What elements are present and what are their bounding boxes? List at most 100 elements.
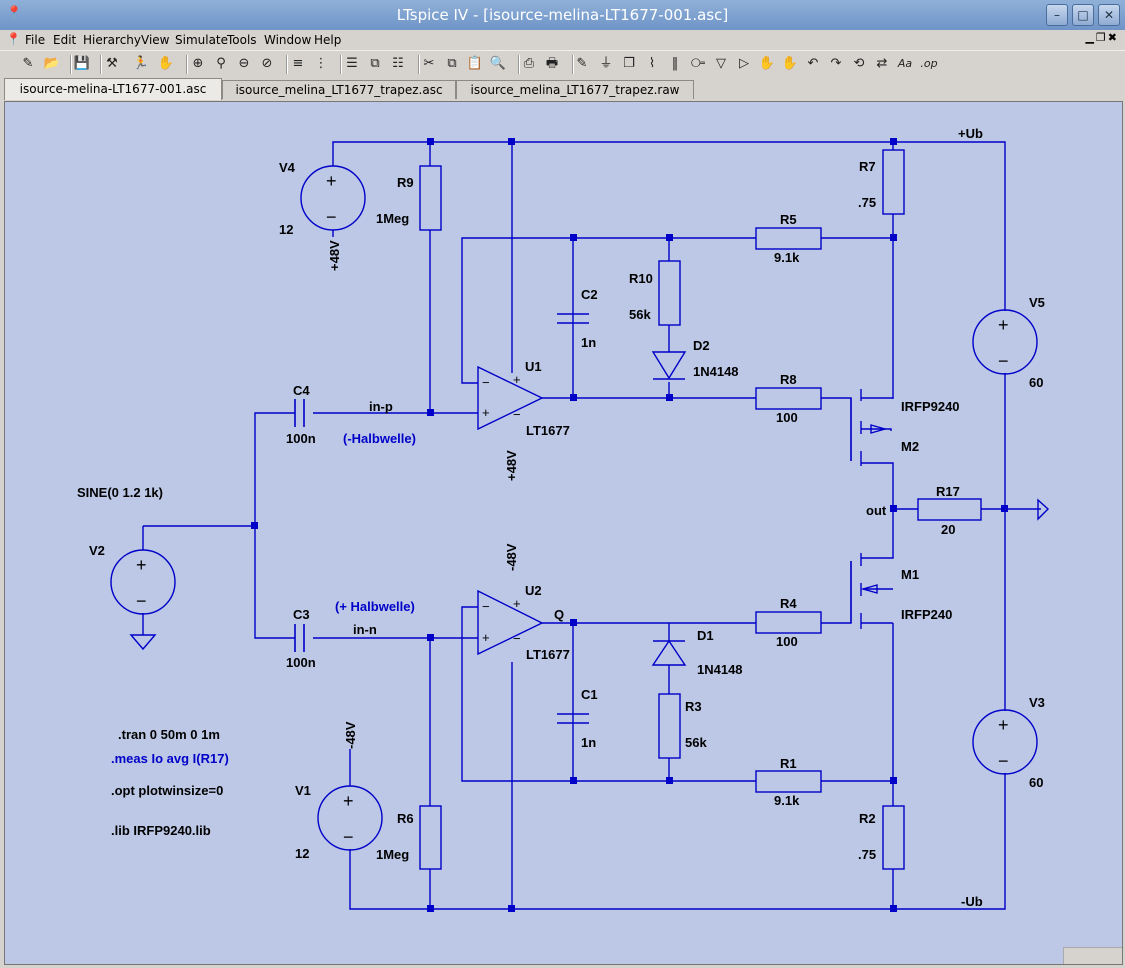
menu-window[interactable]: Window [264,33,312,47]
new-schematic-icon[interactable]: ✎ [22,56,34,71]
u2-name: U2 [525,583,542,598]
undo-icon[interactable]: ↶ [807,56,819,71]
svg-text:−: − [136,591,147,611]
net-in-n: in-n [353,622,377,637]
rotate-icon[interactable]: ⟲ [853,56,865,71]
opamp-pin-signs: − + + − − + + − [482,372,521,646]
cascade-icon[interactable]: ⧉ [370,56,380,71]
resize-grip[interactable] [1063,947,1122,964]
m2-value: IRFP9240 [901,399,960,414]
open-icon[interactable]: 📂 [43,56,61,71]
v2-value: SINE(0 1.2 1k) [77,485,163,500]
component-icon[interactable]: ▷ [739,56,749,71]
c4-value: 100n [286,431,316,446]
cut-icon[interactable]: ✂ [423,56,435,71]
directive-tran[interactable]: .tran 0 50m 0 1m [118,727,220,742]
document-tabs: isource-melina-LT1677-001.asc isource_me… [0,78,1125,100]
menu-simulate[interactable]: Simulate [175,33,229,47]
menu-edit[interactable]: Edit [53,33,77,47]
ground-icon[interactable]: ⏚ [599,56,613,71]
menu-file[interactable]: File [25,33,46,47]
halt-icon[interactable]: ✋ [157,56,175,71]
schematic-canvas[interactable]: − + + − − + + − +− +− +− +− +− [4,101,1123,965]
move-icon[interactable]: ✋ [758,56,776,71]
directive-opt[interactable]: .opt plotwinsize=0 [111,783,223,798]
r2-name: R2 [859,811,876,826]
menu-bar: 📍 File Edit Hierarchy View Simulate Tool… [0,30,1125,50]
wires [142,141,1041,910]
toolbar-separator [418,55,420,74]
redo-icon[interactable]: ↷ [830,56,842,71]
grid-icon[interactable]: ⋮ [314,56,328,71]
menu-tools[interactable]: Tools [227,33,257,47]
r5-name: R5 [780,212,797,227]
m2-name: M2 [901,439,919,454]
tile-vertical-icon[interactable]: ☷ [392,56,404,71]
tab-trapez-schematic[interactable]: isource_melina_LT1677_trapez.asc [222,80,456,99]
zoom-pan-icon[interactable]: ⚲ [216,56,226,71]
directive-meas[interactable]: .meas Io avg I(R17) [111,751,229,766]
r8-value: 100 [776,410,798,425]
r7-name: R7 [859,159,876,174]
menu-hierarchy[interactable]: Hierarchy [83,33,142,47]
directive-lib[interactable]: .lib IRFP9240.lib [111,823,211,838]
zoom-fit-icon[interactable]: ⊘ [261,56,273,71]
r3-value: 56k [685,735,707,750]
document-icon[interactable]: 📍 [6,32,21,46]
drag-icon[interactable]: ✋ [781,56,799,71]
close-button[interactable]: ✕ [1098,4,1120,26]
u2-supply-net: -48V [504,543,519,571]
print-setup-icon[interactable]: ⎙ [523,56,535,71]
m1-name: M1 [901,567,919,582]
diode-icon[interactable]: ▽ [716,56,726,71]
v3-name: V3 [1029,695,1045,710]
tile-horizontal-icon[interactable]: ☰ [346,56,358,71]
ltspice-app-icon[interactable]: 📍 [6,6,23,21]
net-in-p: in-p [369,399,393,414]
zoom-out-icon[interactable]: ⊖ [238,56,250,71]
copy-icon[interactable]: ⧉ [447,56,457,71]
spice-directive-icon[interactable]: .op [920,57,938,70]
menu-view[interactable]: View [141,33,170,47]
r17-name: R17 [936,484,960,499]
svg-text:−: − [343,827,354,847]
zoom-in-icon[interactable]: ⊕ [192,56,204,71]
mdi-window-controls[interactable]: ▁❐✖ [1085,31,1119,44]
title-bar: LTspice IV - [isource-melina-LT1677-001.… [0,0,1125,30]
control-panel-icon[interactable]: ⚒ [106,56,118,71]
v4-net-label: +48V [327,240,342,271]
label-net-icon[interactable]: ❐ [623,56,635,71]
text-icon[interactable]: Aa [897,57,913,70]
c1-value: 1n [581,735,596,750]
maximize-button[interactable]: □ [1072,4,1094,26]
menu-help[interactable]: Help [314,33,342,47]
resistor-icon[interactable]: ⌇ [648,56,656,71]
source-polarity: +− +− +− +− +− [136,171,1009,847]
mirror-icon[interactable]: ⇄ [876,56,888,71]
r1-name: R1 [780,756,797,771]
tab-schematic[interactable]: isource-melina-LT1677-001.asc [4,78,222,100]
svg-text:−: − [513,631,521,646]
draw-wire-icon[interactable]: ✎ [576,56,588,71]
u1-name: U1 [525,359,542,374]
capacitor-icon[interactable]: ‖ [671,56,679,71]
svg-text:+: + [482,405,490,420]
net-ub-neg: -Ub [961,894,983,909]
find-icon[interactable]: 🔍 [489,56,507,71]
paste-icon[interactable]: 📋 [466,56,484,71]
print-icon[interactable]: 🖶 [545,56,559,71]
net-q: Q [554,607,564,622]
d1-value: 1N4148 [697,662,743,677]
inductor-icon[interactable]: ⧃ [690,56,706,71]
v1-value: 12 [295,846,309,861]
run-icon[interactable]: 🏃 [132,56,150,71]
r6-value: 1Meg [376,847,409,862]
r8-name: R8 [780,372,797,387]
save-icon[interactable]: 💾 [73,56,91,71]
r4-name: R4 [780,596,797,611]
v1-name: V1 [295,783,311,798]
r3-name: R3 [685,699,702,714]
tab-trapez-waveform[interactable]: isource_melina_LT1677_trapez.raw [456,80,694,99]
minimize-button[interactable]: – [1046,4,1068,26]
autorange-icon[interactable]: ≡ [292,56,304,71]
